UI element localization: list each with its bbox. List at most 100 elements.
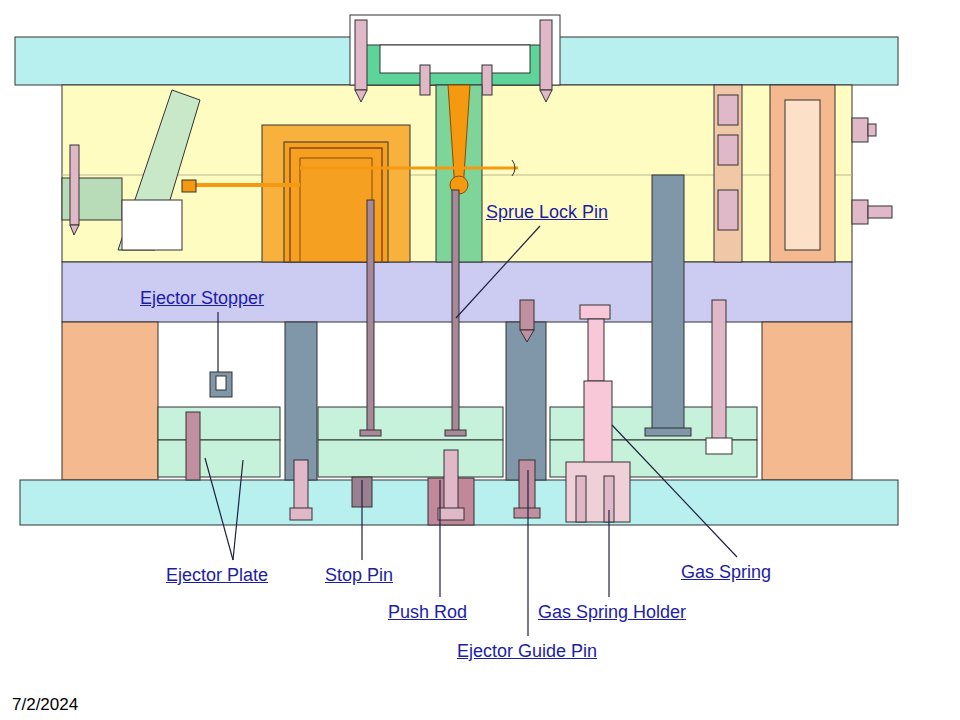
part-label: Sprue Lock Pin xyxy=(486,201,608,223)
bolts xyxy=(712,300,726,440)
runner xyxy=(512,160,515,176)
part-label: Ejector Guide Pin xyxy=(457,640,597,662)
label-holder: Ejector Stopper xyxy=(140,287,264,309)
cooling-fitting xyxy=(714,85,742,262)
locating-ring xyxy=(482,65,492,95)
leader-line xyxy=(439,480,440,597)
label-holder: Sprue Lock Pin xyxy=(486,201,608,223)
part-label: Stop Pin xyxy=(325,564,393,586)
ejector-guide-pin-shape xyxy=(506,300,546,518)
locating-ring xyxy=(380,45,530,73)
cavity-insert xyxy=(262,125,410,262)
label-holder: Ejector Plate xyxy=(166,564,268,586)
cooling-fitting xyxy=(852,200,868,224)
ejector-pin xyxy=(452,190,459,432)
leader-line xyxy=(205,226,737,636)
part-label: Ejector Stopper xyxy=(140,287,264,309)
spacer-block xyxy=(62,322,158,480)
leader-line xyxy=(608,510,609,597)
gas-spring-shape xyxy=(566,462,630,522)
label-holder: Push Rod xyxy=(388,601,467,623)
ejector-guide-pin-shape xyxy=(520,300,534,330)
label-holder: Ejector Guide Pin xyxy=(457,640,597,662)
angled-pin-assembly xyxy=(62,90,200,250)
locating-ring xyxy=(540,90,552,102)
label-holder: Gas Spring xyxy=(681,561,771,583)
ejector-stopper-shape xyxy=(210,372,232,397)
runner xyxy=(185,183,300,187)
ejector-pin xyxy=(360,190,466,436)
part-label: Gas Spring xyxy=(681,561,771,583)
cooling-fitting xyxy=(714,85,892,262)
cavity-insert xyxy=(300,158,372,262)
support-pillar xyxy=(652,175,684,433)
angled-pin-assembly xyxy=(70,145,79,225)
angled-pin-assembly xyxy=(118,90,200,250)
locating-ring xyxy=(355,20,367,90)
ejector-stopper-shape xyxy=(186,372,232,480)
bolts xyxy=(294,460,308,510)
runner xyxy=(185,160,518,185)
ejector-pin xyxy=(367,200,374,432)
support-pillar xyxy=(285,322,317,480)
ejector-guide-pin-shape xyxy=(514,508,540,518)
sprue-bushing xyxy=(448,85,470,190)
ejector-pin xyxy=(445,430,466,436)
label-holder: Stop Pin xyxy=(325,564,393,586)
leader-line xyxy=(527,470,528,636)
locating-ring xyxy=(355,90,367,102)
leader-line xyxy=(612,425,737,557)
runner xyxy=(300,167,518,170)
cooling-fitting xyxy=(868,206,892,218)
leader-line xyxy=(217,312,218,372)
label-holder: Gas Spring Holder xyxy=(538,601,686,623)
leader-line xyxy=(233,460,243,560)
ejector-plate-body xyxy=(158,407,280,440)
leader-line xyxy=(205,458,233,560)
bolts xyxy=(706,438,732,454)
part-label: Gas Spring Holder xyxy=(538,601,686,623)
part-label: Push Rod xyxy=(388,601,467,623)
bolts xyxy=(290,300,732,520)
ejector-stopper-shape xyxy=(186,412,200,480)
support-pillar xyxy=(645,428,691,436)
label-holder: 7/2/2024 xyxy=(12,694,78,716)
cooling-fitting xyxy=(718,135,738,165)
cooling-fitting xyxy=(868,124,876,136)
gas-spring-shape xyxy=(580,305,610,319)
cooling-fitting xyxy=(770,85,835,262)
locating-ring xyxy=(362,45,548,85)
locating-ring xyxy=(540,20,552,90)
ejector-guide-pin-shape xyxy=(520,330,534,342)
gas-spring-shape xyxy=(566,305,630,522)
cooling-fitting xyxy=(852,118,868,142)
ejector-plate-body xyxy=(158,440,280,477)
leader-line xyxy=(456,226,540,318)
part-label: Ejector Plate xyxy=(166,564,268,586)
angled-pin-assembly xyxy=(182,180,196,192)
gas-spring-shape xyxy=(576,476,586,522)
push-rod-shape xyxy=(428,450,474,525)
leader-line xyxy=(361,480,362,560)
date-stamp: 7/2/2024 xyxy=(12,694,78,716)
ejector-stopper-shape xyxy=(216,376,226,390)
push-rod-shape xyxy=(444,450,458,510)
locating-ring xyxy=(420,65,430,95)
cooling-fitting xyxy=(718,95,738,125)
cavity-insert xyxy=(262,125,410,262)
gas-spring-shape xyxy=(588,319,604,381)
ejector-guide-pin-shape xyxy=(506,322,546,480)
cooling-fitting xyxy=(785,100,820,250)
angled-pin-assembly xyxy=(122,200,182,250)
cooling-fitting xyxy=(718,190,738,230)
push-rod-shape xyxy=(438,508,464,520)
ejector-plate-body xyxy=(318,440,503,477)
ejector-plate-body xyxy=(318,407,503,440)
angled-pin-assembly xyxy=(70,225,79,235)
locating-ring xyxy=(350,15,560,85)
spacer-block xyxy=(762,322,852,480)
bolts xyxy=(290,508,312,520)
ejector-guide-pin-shape xyxy=(519,460,535,510)
